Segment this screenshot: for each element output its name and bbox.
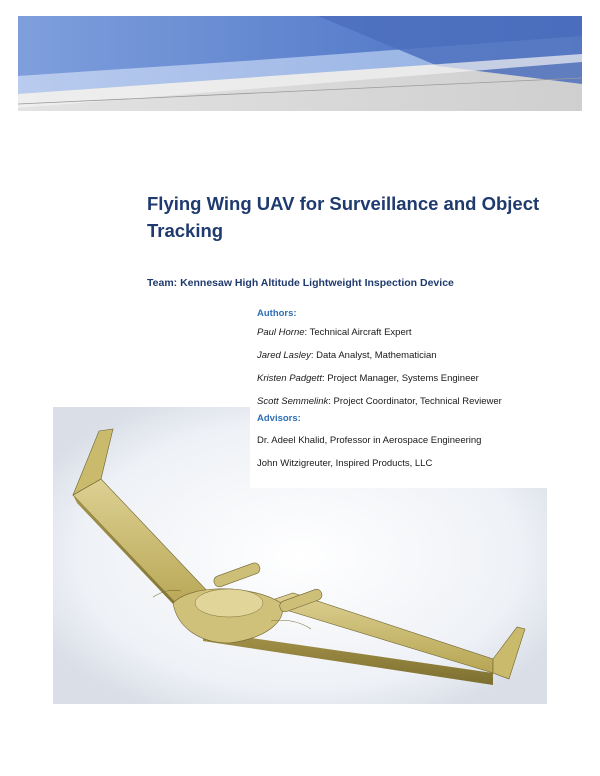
team-name: Team: Kennesaw High Altitude Lightweight… xyxy=(147,277,454,289)
advisor-line: John Witzigreuter, Inspired Products, LL… xyxy=(257,458,433,469)
author-name: Paul Horne xyxy=(257,327,305,338)
author-role: : Technical Aircraft Expert xyxy=(304,327,412,338)
author-name: Kristen Padgett xyxy=(257,373,322,384)
title-line-1: Flying Wing UAV for Surveillance and Obj… xyxy=(147,193,540,214)
title-block: Flying Wing UAV for Surveillance and Obj… xyxy=(147,190,547,244)
author-line: Paul Horne: Technical Aircraft Expert xyxy=(257,327,412,338)
author-name: Scott Semmelink xyxy=(257,396,329,407)
header-banner xyxy=(18,16,582,111)
author-line: Kristen Padgett: Project Manager, System… xyxy=(257,373,479,384)
author-name: Jared Lasley xyxy=(257,350,311,361)
author-line: Scott Semmelink: Project Coordinator, Te… xyxy=(257,396,502,407)
author-role: : Project Manager, Systems Engineer xyxy=(321,373,479,384)
author-role: : Project Coordinator, Technical Reviewe… xyxy=(328,396,502,407)
credits-panel: Authors: Paul Horne: Technical Aircraft … xyxy=(250,300,550,488)
title-line-2: Tracking xyxy=(147,220,224,241)
author-role: : Data Analyst, Mathematician xyxy=(310,350,437,361)
advisor-line: Dr. Adeel Khalid, Professor in Aerospace… xyxy=(257,435,482,446)
document-title: Flying Wing UAV for Surveillance and Obj… xyxy=(147,190,547,244)
advisors-heading: Advisors: xyxy=(257,413,301,424)
author-line: Jared Lasley: Data Analyst, Mathematicia… xyxy=(257,350,437,361)
authors-heading: Authors: xyxy=(257,308,297,319)
